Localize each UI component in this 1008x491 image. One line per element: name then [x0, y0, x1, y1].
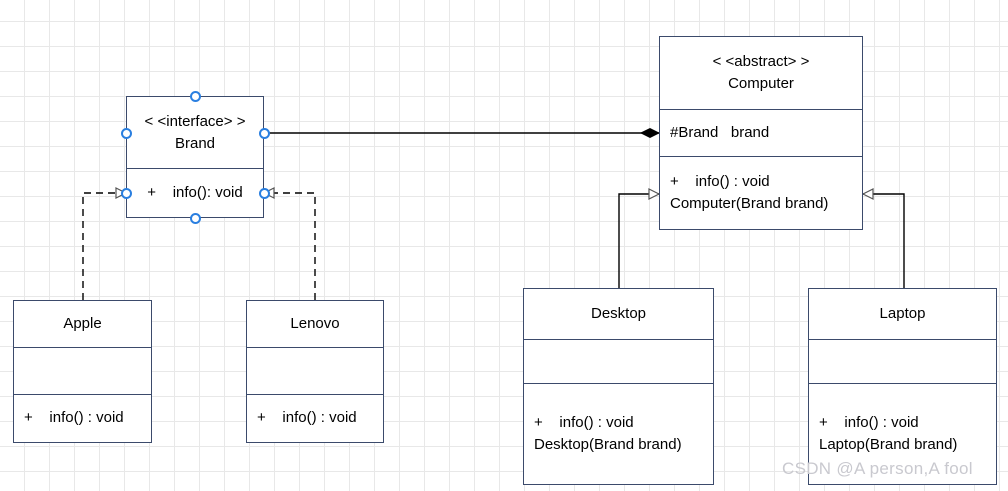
constructor-item: Desktop(Brand brand) [534, 436, 682, 454]
class-box-lenovo[interactable]: Lenovo + info() : void [246, 300, 384, 443]
class-methods-desktop: + info() : void Desktop(Brand brand) [524, 383, 713, 484]
attribute-item: #Brand brand [670, 124, 770, 142]
class-methods-apple: + info() : void [14, 393, 151, 442]
method-item: + info() : void [24, 409, 124, 427]
relation-apple-brand[interactable] [82, 193, 126, 300]
class-name-apple: Apple [63, 315, 102, 333]
class-header-apple: Apple [14, 301, 151, 347]
relation-lenovo-brand[interactable] [264, 193, 316, 300]
watermark: CSDN @A person,A fool [782, 459, 973, 478]
class-box-brand[interactable]: < <interface> > Brand + info(): void [126, 96, 264, 218]
class-header-laptop: Laptop [809, 289, 996, 339]
class-header-brand: < <interface> > Brand [127, 97, 263, 168]
selection-handle-bottom-right[interactable] [258, 187, 270, 199]
method-item: + info() : void [819, 414, 919, 432]
method-item: + info() : void [670, 173, 770, 191]
selection-handle-top[interactable] [189, 90, 201, 102]
relation-laptop-computer[interactable] [863, 194, 905, 288]
relation-desktop-computer[interactable] [618, 194, 659, 288]
class-attributes-laptop [809, 339, 996, 383]
class-name-desktop: Desktop [590, 305, 647, 323]
class-attributes-apple [14, 347, 151, 393]
method-item: + info() : void [534, 414, 634, 432]
selection-handle-bottom-left[interactable] [120, 187, 132, 199]
class-attributes-computer: #Brand brand [660, 109, 862, 156]
method-item: + info(): void [147, 184, 243, 202]
constructor-item: Laptop(Brand brand) [819, 436, 958, 454]
class-box-laptop[interactable]: Laptop + info() : void Laptop(Brand bran… [808, 288, 997, 485]
class-methods-lenovo: + info() : void [247, 393, 383, 442]
class-header-lenovo: Lenovo [247, 301, 383, 347]
method-item: + info() : void [257, 409, 357, 427]
class-name-lenovo: Lenovo [290, 315, 340, 333]
class-header-computer: < <abstract> > Computer [660, 37, 862, 109]
selection-handle-right[interactable] [258, 127, 270, 139]
class-methods-computer: + info() : void Computer(Brand brand) [660, 156, 862, 229]
class-attributes-desktop [524, 339, 713, 383]
class-name-laptop: Laptop [879, 305, 926, 323]
class-stereotype-brand: < <interface> > [144, 112, 246, 130]
class-stereotype-computer: < <abstract> > [712, 53, 810, 71]
selection-handle-bottom[interactable] [189, 212, 201, 224]
class-methods-laptop: + info() : void Laptop(Brand brand) [809, 383, 996, 484]
class-box-apple[interactable]: Apple + info() : void [13, 300, 152, 443]
class-box-computer[interactable]: < <abstract> > Computer #Brand brand + i… [659, 36, 863, 230]
class-name-computer: Computer [728, 75, 794, 92]
class-methods-brand: + info(): void [127, 168, 263, 217]
class-box-desktop[interactable]: Desktop + info() : void Desktop(Brand br… [523, 288, 714, 485]
class-name-brand: Brand [174, 134, 216, 152]
class-header-desktop: Desktop [524, 289, 713, 339]
class-attributes-lenovo [247, 347, 383, 393]
constructor-item: Computer(Brand brand) [670, 195, 829, 212]
selection-handle-left[interactable] [120, 127, 132, 139]
